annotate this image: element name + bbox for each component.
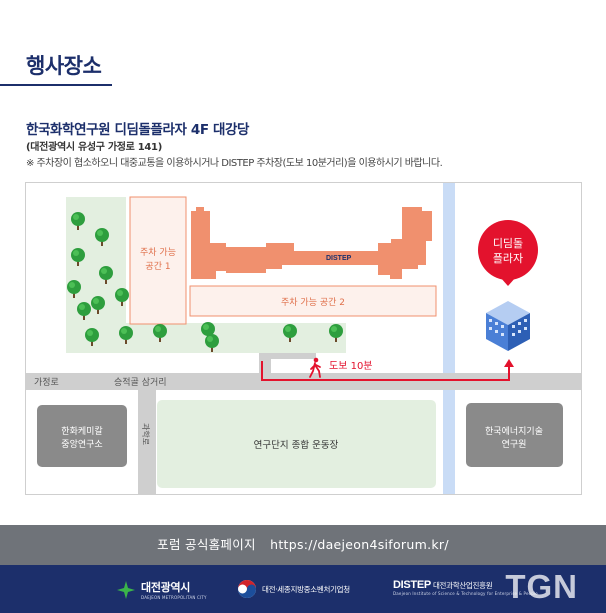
tree-icon xyxy=(91,296,105,314)
tree-icon xyxy=(99,266,113,284)
distep-logo: DISTEP 대전과학산업진흥원 Daejeon Institute of Sc… xyxy=(393,579,538,596)
parking-area-2 xyxy=(189,285,437,317)
destination-marker xyxy=(478,220,538,280)
footer-website-bar: 포럼 공식홈페이지 https://daejeon4siforum.kr/ xyxy=(0,525,606,565)
section-title: 행사장소 xyxy=(26,54,102,78)
access-road xyxy=(259,353,316,373)
parking-area-1 xyxy=(129,196,187,325)
destination-marker-tip xyxy=(500,277,516,286)
stadium-label: 연구단지 종합 운동장 xyxy=(254,440,339,451)
daejeon-emblem-icon xyxy=(117,580,135,599)
energy-label-line2: 연구원 xyxy=(502,439,527,450)
road-label-vertical: 과학로 xyxy=(141,423,151,445)
road-label-seungjeokgol: 승적골 삼거리 xyxy=(114,376,167,388)
footer-logo-bar: 대전광역시 DAEJEON METROPOLITAN CITY 대전·세종지방중… xyxy=(0,565,606,613)
river xyxy=(443,183,455,373)
daejeon-logo-text: 대전광역시 xyxy=(141,581,191,594)
venue-name: 한국화학연구원 디딤돌플라자 4F 대강당 xyxy=(26,122,250,138)
road-horizontal xyxy=(26,373,581,390)
tree-icon xyxy=(119,326,133,344)
tree-icon xyxy=(205,334,219,352)
daejeon-city-logo: 대전광역시 DAEJEON METROPOLITAN CITY xyxy=(116,579,207,600)
destination-label-line2: 플라자 xyxy=(493,252,523,265)
forum-website-link[interactable]: https://daejeon4siforum.kr/ xyxy=(270,537,449,552)
road-vertical xyxy=(138,390,156,494)
sme-logo-text: 대전·세종지방중소벤처기업청 xyxy=(262,584,350,594)
building-sign: DISTEP xyxy=(326,255,352,262)
walk-time-label: 도보 10분 xyxy=(329,360,373,372)
tree-icon xyxy=(329,324,343,342)
stadium-block xyxy=(157,400,436,488)
walker-icon-head xyxy=(313,357,319,363)
destination-label-line1: 디딤돌 xyxy=(493,237,523,250)
venue-address: (대전광역시 유성구 가정로 141) xyxy=(26,142,162,153)
tree-icon xyxy=(283,324,297,342)
hanwha-label-line1: 한화케미칼 xyxy=(61,426,102,437)
tgn-watermark: TGN xyxy=(505,568,578,605)
destination-building-icon xyxy=(486,301,530,351)
tree-icon xyxy=(85,328,99,346)
energy-institute-block xyxy=(466,403,563,467)
taegeuk-emblem-icon xyxy=(238,580,256,598)
parking-area-2-label: 주차 가능 공간 2 xyxy=(281,296,345,308)
sme-office-logo: 대전·세종지방중소벤처기업청 xyxy=(237,579,350,599)
walker-icon xyxy=(309,362,321,378)
section-title-underline xyxy=(0,84,112,86)
river-lower xyxy=(443,390,455,494)
parking-area-1-label-line1: 주차 가능 xyxy=(140,246,176,258)
road-label-gajeong: 가정로 xyxy=(34,377,59,388)
tree-icon xyxy=(67,280,81,298)
distep-logo-text: DISTEP xyxy=(393,579,431,591)
parking-note: ※ 주차장이 협소하오니 대중교통을 이용하시거나 DISTEP 주차장(도보 … xyxy=(26,158,443,169)
forum-website-label: 포럼 공식홈페이지 xyxy=(157,537,256,552)
tree-icon xyxy=(95,228,109,246)
tree-icon xyxy=(115,288,129,306)
location-map: 주차 가능 공간 1 주차 가능 공간 2 DISTEP 가정로 승적골 삼거리… xyxy=(25,182,582,495)
tree-icon xyxy=(153,324,167,342)
walking-route xyxy=(261,361,510,381)
hanwha-label-line2: 중앙연구소 xyxy=(61,438,102,450)
route-arrow xyxy=(504,359,514,367)
tree-icon xyxy=(67,212,343,352)
map-canvas: 주차 가능 공간 1 주차 가능 공간 2 DISTEP 가정로 승적골 삼거리… xyxy=(26,183,581,494)
energy-label-line1: 한국에너지기술 xyxy=(485,426,543,437)
tree-icon xyxy=(71,212,85,230)
distep-logo-name: 대전과학산업진흥원 xyxy=(432,581,493,590)
research-building xyxy=(191,207,432,279)
tree-icon xyxy=(71,248,85,266)
tree-icon xyxy=(77,302,91,320)
distep-logo-subtext: Daejeon Institute of Science & Technolog… xyxy=(393,591,538,596)
daejeon-logo-subtext: DAEJEON METROPOLITAN CITY xyxy=(141,595,207,600)
hanwha-block xyxy=(37,405,127,467)
parking-area-1-label-line2: 공간 1 xyxy=(145,261,170,272)
